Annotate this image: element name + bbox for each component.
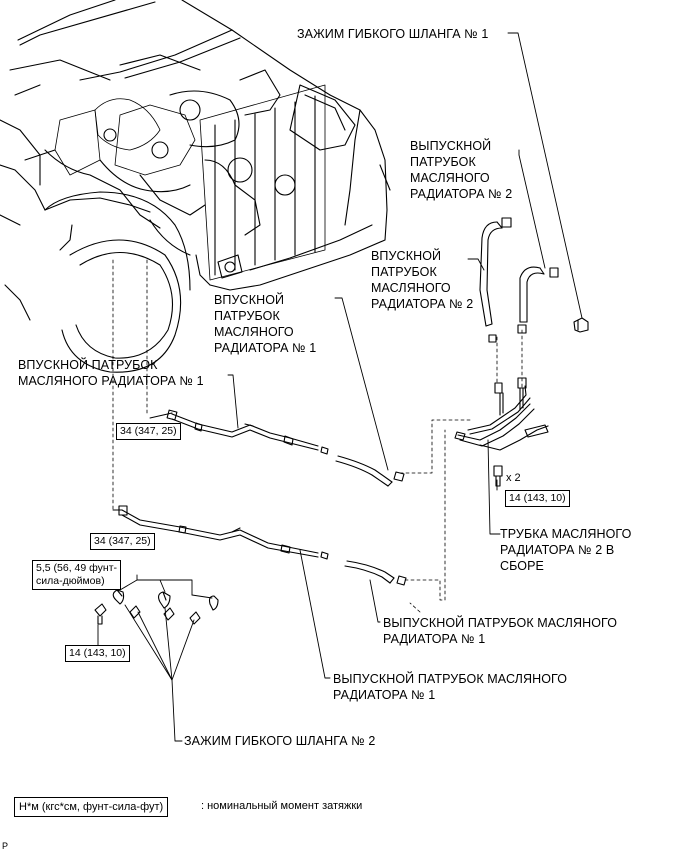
bolt-right xyxy=(493,465,503,487)
torque-box-clamp: 5,5 (56, 49 фунт- сила-дюймов) xyxy=(32,560,121,590)
label-outlet-hose-2: ВЫПУСКНОЙ ПАТРУБОК МАСЛЯНОГО РАДИАТОРА №… xyxy=(410,139,513,201)
label-outlet-hose-1-right: ВЫПУСКНОЙ ПАТРУБОК МАСЛЯНОГО РАДИАТОРА №… xyxy=(383,616,618,646)
inlet-hose-2 xyxy=(479,217,512,343)
label-hose-clamp-1: ЗАЖИМ ГИБКОГО ШЛАНГА № 1 xyxy=(297,27,489,41)
torque-box-upper: 34 (347, 25) xyxy=(116,423,181,440)
hose-clamps-2 xyxy=(112,589,219,625)
label-hose-clamp-2: ЗАЖИМ ГИБКОГО ШЛАНГА № 2 xyxy=(184,734,376,748)
torque-box-bolt-right: 14 (143, 10) xyxy=(505,490,570,507)
bolt-quantity: x 2 xyxy=(506,472,521,484)
outlet-line-1 xyxy=(118,505,407,586)
vehicle-illustration xyxy=(0,0,391,373)
hose-clamp-1-part xyxy=(573,317,589,333)
legend-description: : номинальный момент затяжки xyxy=(201,800,363,812)
corner-mark: P xyxy=(2,841,9,851)
bolt-left xyxy=(94,603,107,625)
label-tube-assembly-2: ТРУБКА МАСЛЯНОГО РАДИАТОРА № 2 В СБОРЕ xyxy=(500,527,632,573)
torque-box-bolt-left: 14 (143, 10) xyxy=(65,645,130,662)
label-inlet-hose-1-left: ВПУСКНОЙ ПАТРУБОК МАСЛЯНОГО РАДИАТОРА № … xyxy=(18,358,204,388)
dashed-reference-lines xyxy=(112,259,523,613)
outlet-hose-2 xyxy=(517,266,559,334)
legend-unit-box: Н*м (кгс*см, фунт-сила-фут) xyxy=(14,797,169,817)
label-inlet-hose-2: ВПУСКНОЙ ПАТРУБОК МАСЛЯНОГО РАДИАТОРА № … xyxy=(371,249,474,311)
label-outlet-hose-1-lower: ВЫПУСКНОЙ ПАТРУБОК МАСЛЯНОГО РАДИАТОРА №… xyxy=(333,672,568,702)
label-inlet-hose-1-upper: ВПУСКНОЙ ПАТРУБОК МАСЛЯНОГО РАДИАТОРА № … xyxy=(214,293,317,355)
inlet-line-1 xyxy=(166,409,405,487)
torque-box-lower: 34 (347, 25) xyxy=(90,533,155,550)
tube-assembly-2 xyxy=(454,377,549,451)
leader-lines xyxy=(97,32,583,742)
